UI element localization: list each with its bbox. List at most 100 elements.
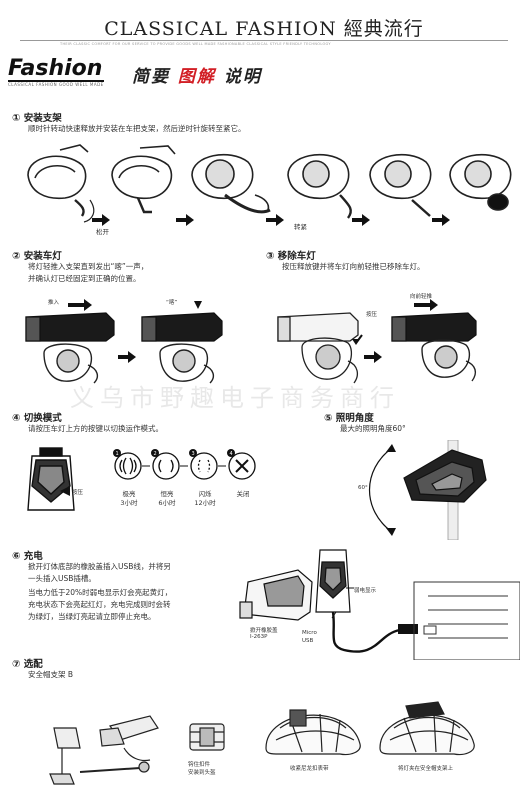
step7-illustration (49, 701, 475, 785)
step6-line-5: 为绿灯，当绿灯亮起请立即停止充电。 (28, 612, 156, 621)
step2-label-click: “喀” (166, 300, 178, 306)
clamp-with-light-6 (449, 153, 512, 211)
subtitle-part-c: 说明 (223, 67, 262, 87)
step3-illustration (277, 299, 477, 384)
step2-illustration (25, 299, 223, 384)
step1-illustration (27, 144, 512, 226)
step6-label-usb-2: USB (302, 638, 314, 644)
step5-title: 照明角度 (335, 413, 374, 424)
step5-heading: ⑤ 照明角度 (324, 410, 374, 424)
step7-label-clip-1: 钩住扣件 (188, 762, 211, 768)
mount-clamp-3 (301, 337, 353, 380)
subtitle-part-a: 简要 (132, 67, 170, 87)
clamp-with-light-5 (369, 153, 432, 217)
step5-number: ⑤ (324, 413, 333, 424)
mode-max-name: 极亮 (122, 490, 136, 498)
step1-title: 安装支架 (23, 113, 62, 124)
brand-underline (8, 80, 104, 82)
helmet-mount-parts (49, 715, 159, 785)
watermark: 义乌市野趣电子商务商行 (70, 384, 400, 412)
step4-label-press: 按压 (72, 490, 84, 496)
svg-text:2: 2 (154, 451, 157, 457)
step7-number: ⑦ (12, 659, 21, 670)
clamp-open-1 (27, 144, 89, 217)
step6-line-1: 掀开灯体底部的橡胶盖插入USB线，并将另 (28, 562, 171, 571)
step4-description: 请按压车灯上方的按键以切换运作模式。 (28, 424, 163, 433)
page-subtitle: 简要 图解 说明 (132, 62, 262, 87)
step6-heading: ⑥ 充电 (12, 548, 43, 562)
step1-arrows (92, 214, 450, 226)
svg-text:4: 4 (230, 451, 233, 457)
step1-description: 顺时针转动快速释放并安装在车把支架，然后逆时针旋转至紧它。 (28, 124, 246, 133)
clamp-with-light-4 (287, 153, 352, 219)
clamp-open-2 (111, 145, 176, 214)
step3-title: 移除车灯 (277, 251, 316, 262)
step3-heading: ③ 移除车灯 (266, 248, 316, 262)
header-divider (20, 40, 508, 41)
usb-cable (331, 611, 401, 653)
step5-illustration (369, 440, 487, 540)
mount-clamp-2 (159, 343, 209, 382)
mode-steady-icon (152, 452, 180, 480)
step6-label-usb-1: Micro (302, 630, 317, 636)
page-header-title: CLASSICAL FASHION 經典流行 (104, 18, 424, 40)
step6-line-3: 当电力低于20%时弱电显示灯会亮起黄灯， (28, 588, 173, 597)
header-fine-print: THEIR CLASSIC COMFORT FOR OUR SERVICE TO… (60, 42, 331, 46)
step6-line-4: 充电状态下会亮起红灯，充电完成则时会转 (28, 600, 171, 609)
mode-flash-name: 闪烁 (198, 490, 212, 498)
computer-ports (413, 581, 520, 660)
step7-label-clip-2: 安装到头盔 (188, 770, 216, 776)
clamp-with-light-3 (191, 153, 271, 214)
step3-label-press: 按压 (366, 312, 378, 318)
step4-heading: ④ 切换模式 (12, 410, 62, 424)
step7-label-mount: 将灯夹在安全帽支架上 (398, 766, 454, 772)
step3-description: 按压释放键并将车灯向前轻推已移除车灯。 (282, 262, 425, 271)
step6-label-cover-2: I-263P (250, 634, 268, 640)
mode-flash-time: 12小时 (194, 499, 216, 507)
mode-steady-time: 6小时 (158, 499, 176, 507)
step6-label-cover-1: 掀开橡胶盖 (250, 628, 278, 634)
step2-heading: ② 安装车灯 (12, 248, 62, 262)
step7-description: 安全帽支架 B (28, 670, 74, 679)
brand-text: Fashion (8, 56, 103, 81)
step1-label-tighten: 转紧 (294, 223, 307, 231)
mode-steady-name: 恒亮 (160, 490, 174, 498)
mount-clamp-1 (43, 343, 93, 382)
mount-clamp-4 (421, 339, 471, 378)
step4-light-front (27, 447, 75, 511)
mode-off-name: 关闭 (236, 490, 250, 498)
step7-label-helmet: 收紧尼龙扣表带 (290, 766, 329, 772)
buckle-part (189, 723, 225, 751)
step6-illustration (239, 549, 520, 660)
step1-heading: ① 安装支架 (12, 110, 62, 124)
mode-max-time: 3小时 (120, 499, 138, 507)
step6-line-2: 一头插入USB插槽。 (28, 574, 96, 583)
helmet-2 (379, 701, 475, 756)
step1-label-loosen: 松开 (96, 228, 109, 236)
step4-mode-icons: 1 2 3 4 (113, 449, 256, 480)
step3-number: ③ (266, 251, 275, 262)
mode-off-icon (228, 452, 256, 480)
step5-angle-label: 60° (358, 485, 368, 491)
mode-max-icon (114, 452, 142, 480)
step5-description: 最大的照明角度60° (340, 424, 406, 433)
helmet-1 (265, 709, 361, 756)
step6-label-low-power: 弱电显示 (354, 588, 377, 594)
subtitle-part-b: 图解 (177, 67, 216, 87)
mode-flash-icon (190, 452, 218, 480)
brand-logo: Fashion (8, 56, 104, 82)
step1-number: ① (12, 113, 21, 124)
step2-number: ② (12, 251, 21, 262)
step7-heading: ⑦ 选配 (12, 656, 43, 670)
step2-title: 安装车灯 (23, 251, 62, 262)
step2-label-push: 推入 (48, 300, 60, 306)
step4-number: ④ (12, 413, 21, 424)
step2-description-2: 并确认灯已经固定到正确的位置。 (28, 274, 141, 283)
svg-text:3: 3 (192, 451, 195, 457)
step3-label-forward: 向前轻推 (410, 294, 433, 300)
step6-title: 充电 (23, 551, 43, 562)
brand-subtext: CLASSICAL FASHION GOOD WELL MADE (8, 82, 104, 87)
step6-number: ⑥ (12, 551, 21, 562)
step2-description-1: 将灯轻推入支架直到发出“喀”一声， (28, 262, 149, 271)
svg-text:1: 1 (116, 451, 119, 457)
